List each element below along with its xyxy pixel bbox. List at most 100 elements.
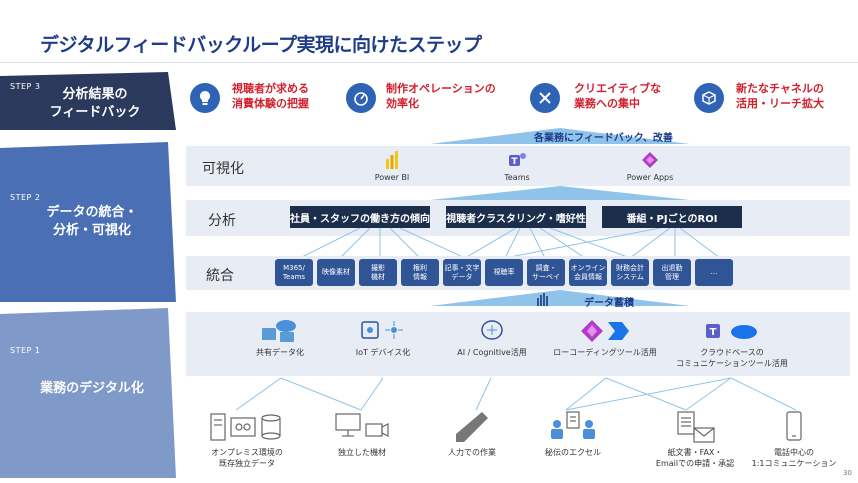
digital-lowcode-label: ローコーディングツール活用 bbox=[553, 348, 657, 357]
goal-4-line1: 新たなチャネルの bbox=[736, 82, 824, 95]
integration-chip-line1: 財務会計 bbox=[616, 264, 644, 273]
integration-chip-line1: … bbox=[710, 268, 718, 277]
integration-chip: 調査・サーベイ bbox=[527, 259, 565, 286]
integration-chip: M365/Teams bbox=[275, 259, 313, 286]
feedback-label: 各業務にフィードバック、改善 bbox=[534, 133, 673, 144]
digital-cloud-comm: T クラウドベースの コミュニケーションツール活用 bbox=[670, 318, 794, 370]
lightbulb-icon bbox=[190, 83, 220, 113]
source-excel: 秘伝のエクセル bbox=[528, 410, 618, 459]
step1-banner bbox=[0, 308, 176, 478]
integration-chip-text: 記事・文字データ bbox=[445, 264, 480, 281]
integration-chip-text: 視聴率 bbox=[494, 268, 515, 276]
integration-chip: 出退勤管理 bbox=[653, 259, 691, 286]
integration-chip-line1: オンライン bbox=[570, 264, 606, 273]
powerbi-icon bbox=[386, 151, 398, 169]
integration-chip-line1: M365/ bbox=[283, 264, 305, 273]
integration-chip-line2: Teams bbox=[282, 272, 306, 281]
step3-heading-line1: 分析結果の bbox=[62, 87, 128, 102]
analysis-box-work-trend: 社員・スタッフの働き方の傾向 bbox=[290, 206, 430, 228]
powerbi-app: Power BI bbox=[372, 151, 412, 182]
integration-chip-line2: 情報 bbox=[413, 272, 427, 281]
step1-heading: 業務のデジタル化 bbox=[40, 381, 144, 396]
integration-chip-line1: 出退勤 bbox=[661, 264, 683, 273]
folder-cloud-icon bbox=[262, 320, 296, 342]
feedback-arrow bbox=[430, 128, 690, 144]
goal-2: 制作オペレーションの 効率化 bbox=[386, 82, 496, 112]
digital-ai: AI / Cognitive活用 bbox=[442, 318, 542, 359]
source-paper-line2: Emailでの申請・承認 bbox=[655, 458, 735, 468]
svg-text:T: T bbox=[710, 327, 717, 338]
integration-chip-line2: 機材 bbox=[371, 272, 385, 281]
integration-chip-line1: 権利 bbox=[413, 264, 427, 273]
integration-to-analysis-lines bbox=[299, 228, 721, 259]
step2-heading-line2: 分析・可視化 bbox=[52, 222, 131, 238]
tools-icon bbox=[530, 83, 560, 113]
integration-chip: 映像素材 bbox=[317, 259, 355, 286]
powerapps-app: Power Apps bbox=[620, 151, 680, 182]
step2-banner bbox=[0, 142, 176, 302]
integration-chip: 撮影機材 bbox=[359, 259, 397, 286]
integration-chip-line1: 映像素材 bbox=[322, 268, 350, 277]
accumulate-arrow bbox=[430, 290, 690, 306]
integration-chip: 視聴率 bbox=[485, 259, 523, 286]
step3-tag: STEP 3 bbox=[10, 82, 41, 91]
teams-app: T Teams bbox=[497, 151, 537, 182]
integration-chip: 記事・文字データ bbox=[443, 259, 481, 286]
brain-icon bbox=[481, 320, 503, 340]
speedometer-icon bbox=[346, 83, 376, 113]
integration-chip: 権利情報 bbox=[401, 259, 439, 286]
goal-3-line2: 業務への集中 bbox=[574, 96, 640, 110]
analysis-box-roi: 番組・PJごとのROI bbox=[602, 206, 742, 228]
accumulate-label: データ蓄積 bbox=[584, 298, 634, 309]
goal-4-line2: 活用・リーチ拡大 bbox=[736, 96, 824, 110]
goal-1-line2: 消費体験の把握 bbox=[232, 96, 309, 110]
users-document-icon bbox=[551, 411, 595, 439]
integration-chip-line2: システム bbox=[616, 272, 644, 281]
goal-1-line1: 視聴者が求める bbox=[232, 82, 309, 95]
integration-label: 統合 bbox=[206, 268, 234, 284]
analysis-up-arrow bbox=[430, 186, 690, 200]
integration-chip-text: 調査・サーベイ bbox=[532, 264, 560, 281]
source-phone-line2: 1:1コミュニケーション bbox=[751, 458, 837, 468]
source-onprem-line1: オンプレミス環境の bbox=[211, 448, 283, 457]
integration-chip-line1: 記事・文字 bbox=[444, 264, 480, 273]
integration-chip: オンライン会員情報 bbox=[569, 259, 607, 286]
integration-chip-line1: 撮影 bbox=[371, 264, 385, 273]
source-phone-line1: 電話中心の bbox=[774, 448, 814, 457]
step2-tag: STEP 2 bbox=[10, 193, 41, 202]
digital-ai-label: AI / Cognitive活用 bbox=[457, 348, 527, 357]
source-paper-label: 紙文書・FAX・ Emailでの申請・承認 bbox=[640, 448, 750, 470]
integration-chip-text: 撮影機材 bbox=[371, 264, 385, 281]
source-onprem-line2: 既存独立データ bbox=[219, 458, 275, 468]
goal-3: クリエイティブな 業務への集中 bbox=[574, 82, 661, 112]
monitor-camera-icon bbox=[335, 413, 389, 437]
goal-2-line2: 効率化 bbox=[386, 96, 419, 110]
integration-chip-text: 映像素材 bbox=[322, 268, 350, 276]
source-phone: 電話中心の 1:1コミュニケーション bbox=[744, 410, 844, 470]
goal-2-line1: 制作オペレーションの bbox=[386, 82, 496, 95]
goal-1: 視聴者が求める 消費体験の把握 bbox=[232, 82, 309, 112]
integration-chip-text: 出退勤管理 bbox=[662, 264, 683, 281]
digital-shared-data: 共有データ化 bbox=[240, 318, 320, 359]
page-number: 30 bbox=[843, 469, 852, 477]
source-paper: 紙文書・FAX・ Emailでの申請・承認 bbox=[640, 410, 750, 470]
source-to-digital-lines bbox=[235, 377, 797, 411]
powerapps-icon bbox=[642, 152, 658, 168]
document-mail-icon bbox=[677, 411, 715, 443]
server-storage-icon bbox=[210, 413, 281, 441]
goal-3-line1: クリエイティブな bbox=[574, 82, 662, 95]
svg-text:T: T bbox=[511, 157, 518, 167]
step2-heading: データの統合・ 分析・可視化 bbox=[22, 204, 162, 239]
integration-chip-line1: 調査・ bbox=[535, 264, 557, 273]
integration-chip-text: M365/Teams bbox=[283, 264, 305, 281]
goal-4: 新たなチャネルの 活用・リーチ拡大 bbox=[736, 82, 824, 112]
page-title: デジタルフィードバックループ実現に向けたステップ bbox=[40, 34, 482, 56]
source-paper-line1: 紙文書・FAX・ bbox=[667, 448, 723, 457]
visualize-label: 可視化 bbox=[202, 161, 244, 177]
step1-tag: STEP 1 bbox=[10, 346, 41, 355]
integration-chip-text: … bbox=[711, 268, 718, 276]
teams-onedrive-icon: T bbox=[706, 324, 757, 339]
integration-chip-line2: データ bbox=[451, 272, 473, 281]
digital-cloud-comm-line2: コミュニケーションツール活用 bbox=[676, 358, 788, 368]
source-manual-label: 人力での作業 bbox=[448, 448, 496, 457]
